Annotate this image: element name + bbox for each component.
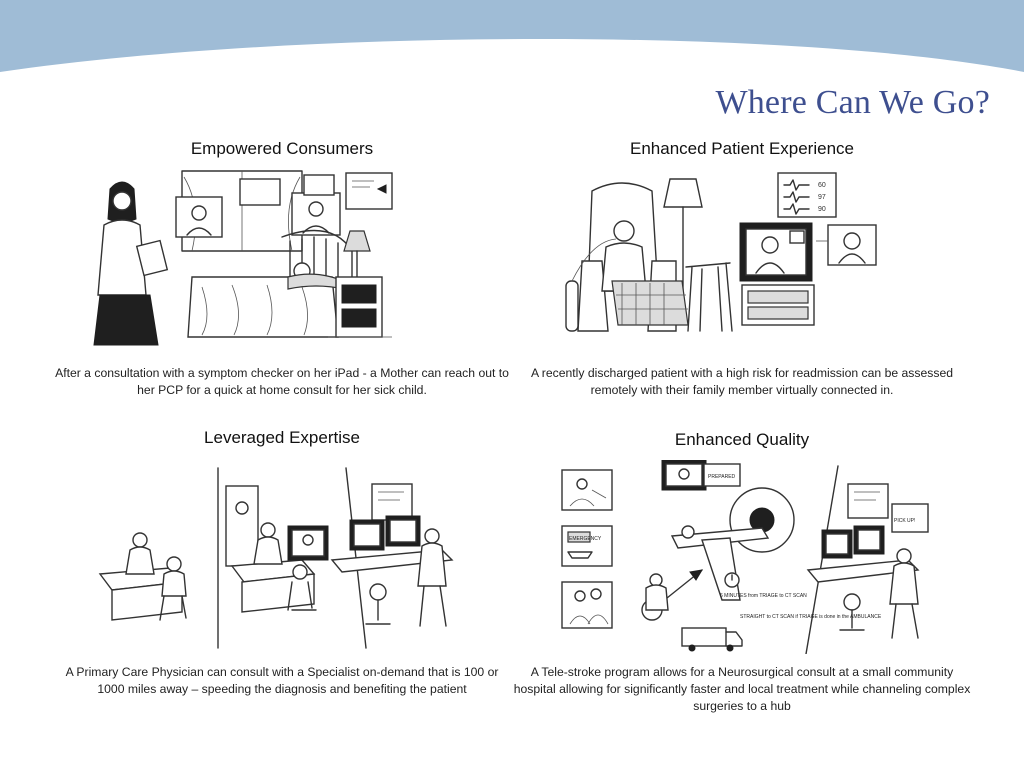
tele-stroke-illustration: EMERGENCY PREPARED 6 MINUTES from TRIAGE… [561, 460, 929, 654]
panel-caption: A Primary Care Physician can consult wit… [65, 665, 499, 696]
panel-leveraged-expertise: Leveraged Expertise [52, 428, 512, 696]
specialist-consult-illustration [98, 467, 454, 649]
panel-caption: A Tele-stroke program allows for a Neuro… [513, 665, 971, 713]
panel-heading: Enhanced Patient Experience [630, 139, 854, 158]
prepared-tag: PREPARED [708, 474, 736, 480]
panel-caption: A recently discharged patient with a hig… [530, 366, 954, 397]
slide-title: Where Can We Go? [715, 84, 990, 121]
header-wave-band [0, 0, 1024, 72]
panel-enhanced-quality: Enhanced Quality EMERGENCY PREPARED 6 MI… [512, 430, 972, 713]
panel-caption: After a consultation with a symptom chec… [55, 366, 509, 397]
vital-spo2: 97 [818, 194, 826, 201]
timer-note: 6 MINUTES from TRIAGE to CT SCAN [720, 593, 807, 599]
panel-heading: Empowered Consumers [190, 139, 374, 158]
panel-enhanced-patient-experience: Enhanced Patient Experience 60 97 90 [512, 139, 972, 397]
ct-note: STRAIGHT to CT SCAN if TRIAGE is done in… [740, 614, 882, 620]
vital-bp: 90 [818, 206, 826, 213]
emergency-sign-text: EMERGENCY [569, 536, 602, 542]
vital-hr: 60 [818, 182, 826, 189]
panel-empowered-consumers: Empowered Consumers [52, 139, 512, 397]
mother-ipad-consult-illustration [93, 170, 393, 346]
panel-heading: Enhanced Quality [674, 430, 810, 449]
pickup-tag: PICK UP! [894, 518, 915, 524]
panel-heading: Leveraged Expertise [204, 428, 360, 447]
remote-patient-assessment-illustration: 60 97 90 [565, 172, 877, 332]
